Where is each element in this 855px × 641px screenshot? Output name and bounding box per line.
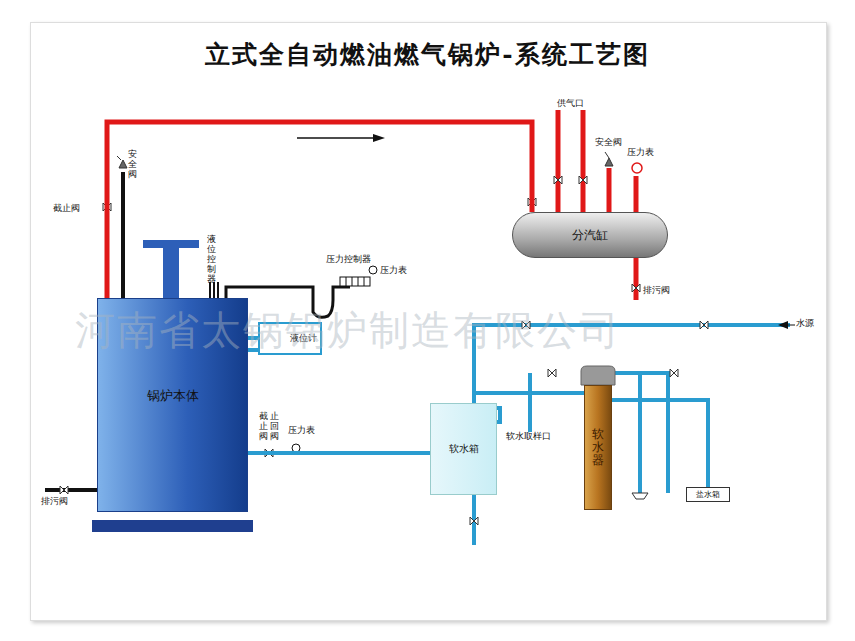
diagram-title: 立式全自动燃油燃气锅炉-系统工艺图 bbox=[0, 38, 855, 71]
source-label: 水源 bbox=[795, 319, 815, 329]
level-gauge: 液位计 bbox=[258, 322, 322, 355]
gauge-label: 压力表 bbox=[287, 426, 316, 436]
node-label: 软水箱 bbox=[449, 442, 479, 456]
node-label: 软水器 bbox=[592, 428, 604, 468]
valve-label: 安全阀 bbox=[128, 150, 137, 180]
valve-label: 排污阀 bbox=[642, 286, 671, 296]
water-softener: 软水器 bbox=[584, 385, 612, 510]
gauge-label: 压力表 bbox=[626, 148, 655, 158]
node-label: 液位计 bbox=[290, 332, 317, 345]
sample-label: 软水取样口 bbox=[505, 432, 552, 442]
valve-label: 排污阀 bbox=[40, 497, 69, 507]
brine-tank: 盐水箱 bbox=[686, 487, 730, 502]
gauge-label: 压力表 bbox=[379, 266, 408, 276]
node-label: 盐水箱 bbox=[696, 489, 720, 500]
soft-water-tank: 软水箱 bbox=[430, 403, 497, 495]
boiler-body: 锅炉本体 bbox=[97, 298, 248, 512]
pipe-connector bbox=[107, 122, 532, 298]
outlet-label: 供气口 bbox=[556, 99, 585, 109]
controller-label: 液位控制器 bbox=[207, 235, 216, 284]
pipe-connector bbox=[248, 336, 258, 340]
valve-label: 止回阀 bbox=[270, 412, 279, 442]
steam-header: 分汽缸 bbox=[512, 212, 668, 258]
node-label: 锅炉本体 bbox=[147, 387, 199, 405]
valve-label: 截止阀 bbox=[52, 204, 81, 214]
pipe-connector bbox=[248, 451, 430, 455]
pipe-connector bbox=[474, 393, 584, 403]
pipe-connector bbox=[612, 400, 708, 487]
valve-label: 安全阀 bbox=[594, 138, 623, 148]
valve-label: 截止阀 bbox=[259, 412, 268, 442]
controller-label: 压力控制器 bbox=[325, 255, 372, 265]
node-label: 分汽缸 bbox=[572, 227, 608, 244]
